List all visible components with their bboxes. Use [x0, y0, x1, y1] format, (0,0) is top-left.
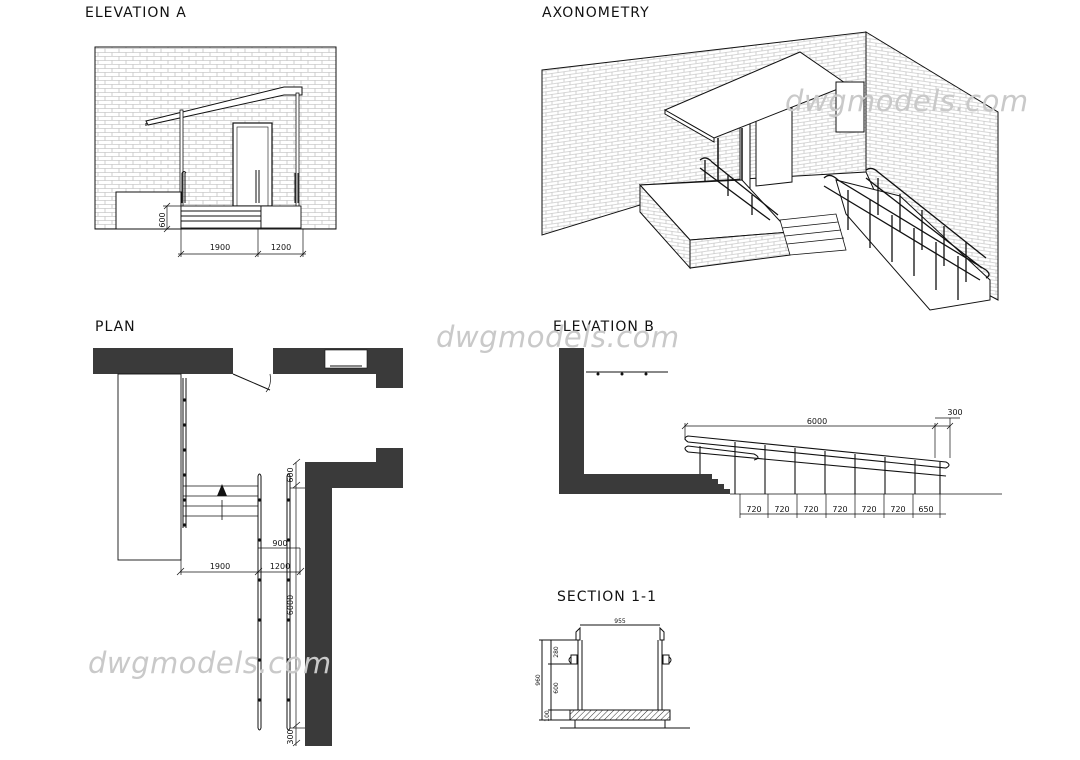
elevation-a-dim-right: 1200: [271, 243, 291, 252]
plan-dim-900: 900: [272, 539, 287, 548]
section-drawing: [539, 624, 690, 729]
elevation-a-title: ELEVATION A: [85, 5, 187, 21]
elevation-b-spacing-label: 720: [890, 505, 905, 514]
elevation-a-drawing: 600 1900 1200: [94, 46, 337, 258]
section-dim-mid: 600: [553, 682, 560, 694]
plan-dim-300: 300: [286, 729, 295, 744]
elevation-a-dim-height: 600: [158, 212, 167, 227]
watermark-bottom: dwgmodels.com: [88, 646, 332, 680]
elevation-a-door: [232, 122, 273, 207]
section-title: SECTION 1-1: [557, 589, 657, 605]
section-dim-total: 960: [535, 674, 542, 686]
elevation-b-spacing-label: 650: [918, 505, 933, 514]
elevation-b-dim-end: 300: [947, 408, 962, 417]
plan-title: PLAN: [95, 319, 136, 335]
plan-dim-1200: 1200: [270, 562, 290, 571]
plan-dim-1900: 1900: [210, 562, 230, 571]
section-dim-top: 280: [553, 646, 560, 658]
watermark-middle: dwgmodels.com: [436, 320, 680, 354]
axonometry-drawing: [541, 31, 999, 311]
plan-drawing: 900 1900 1200 600 6000 300: [93, 348, 403, 747]
elevation-b-spacing-label: 720: [803, 505, 818, 514]
section-dim-width: 955: [614, 618, 626, 625]
watermark-top: dwgmodels.com: [785, 84, 1029, 118]
plan-dim-6000: 6000: [286, 595, 295, 615]
elevation-a-dim-left: 1900: [210, 243, 230, 252]
elevation-b-title: ELEVATION B: [553, 319, 655, 335]
elevation-b-dim-total: 6000: [807, 417, 827, 426]
section-dim-bottom: 100: [544, 710, 551, 722]
plan-dim-600: 600: [286, 467, 295, 482]
elevation-b-spacing-label: 720: [861, 505, 876, 514]
axonometry-title: AXONOMETRY: [542, 5, 650, 21]
elevation-b-spacing-label: 720: [746, 505, 761, 514]
elevation-b-drawing: 6000 300 720 720 720 720 720 720 650: [559, 348, 1002, 518]
elevation-b-spacing-label: 720: [832, 505, 847, 514]
elevation-b-spacing-label: 720: [774, 505, 789, 514]
